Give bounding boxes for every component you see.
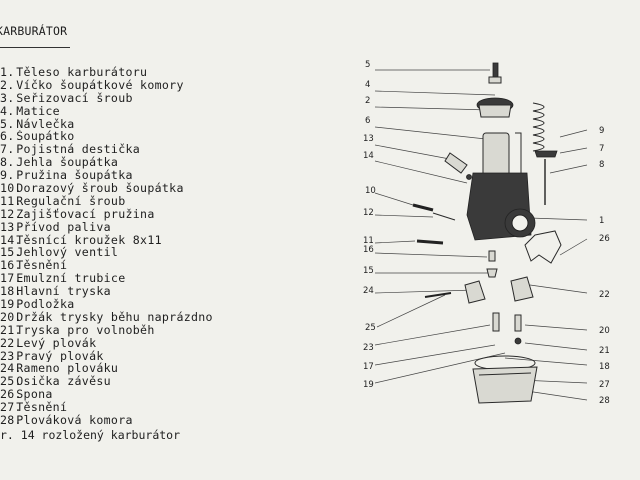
callout-7: 7 — [599, 144, 604, 154]
list-item: 18. Hlavní tryska — [0, 285, 111, 299]
list-item: 19. Podložka — [0, 298, 75, 311]
callout-18: 18 — [599, 362, 610, 372]
callout-labels: 5 4 2 6 13 14 10 12 11 16 15 24 25 23 17… — [363, 60, 610, 406]
list-item: 25. Osička závěsu — [0, 375, 111, 389]
callout-22: 22 — [599, 290, 610, 300]
list-item: 23. Pravý plovák — [0, 349, 104, 363]
parts-list: 1. Těleso karburátoru 2. Víčko šoupátkov… — [0, 66, 255, 427]
callout-16: 16 — [363, 245, 374, 255]
list-item: 1. Těleso karburátoru — [0, 66, 148, 79]
callout-25: 25 — [365, 323, 376, 333]
callout-10: 10 — [365, 186, 376, 196]
list-item: 13. Přívod paliva — [0, 220, 111, 234]
callout-5: 5 — [365, 60, 370, 70]
list-item: 26. Spona — [0, 388, 53, 402]
list-item: 22. Levý plovák — [0, 336, 97, 350]
heading-underline — [0, 47, 70, 48]
callout-9: 9 — [599, 126, 604, 136]
list-item: 4. Matice — [0, 104, 60, 118]
list-item: 16. Těsnění — [0, 259, 68, 273]
callout-6: 6 — [365, 116, 370, 126]
callout-27: 27 — [599, 380, 610, 390]
list-item: 21. Tryska pro volnoběh — [0, 323, 155, 337]
callout-28: 28 — [599, 396, 610, 406]
callout-4: 4 — [365, 80, 370, 90]
list-item: 24. Rameno plováku — [0, 362, 119, 376]
callout-26: 26 — [599, 234, 610, 244]
callout-24: 24 — [363, 286, 374, 296]
list-item: 20. Držák trysky běhu naprázdno — [0, 310, 213, 324]
callout-21: 21 — [599, 346, 610, 356]
callout-13: 13 — [363, 134, 374, 144]
figure-caption: r. 14 rozložený karburátor — [0, 428, 181, 442]
carburetor-exploded-view-icon: 5 4 2 6 13 14 10 12 11 16 15 24 25 23 17… — [363, 60, 610, 406]
callout-12: 12 — [363, 208, 374, 218]
callout-23: 23 — [363, 343, 374, 353]
callout-8: 8 — [599, 160, 604, 170]
list-item: 6. Šoupátko — [0, 130, 75, 144]
callout-17: 17 — [363, 362, 374, 372]
list-item: 7. Pojistná destička — [0, 143, 141, 157]
list-item: 10. Dorazový šroub šoupátka — [0, 182, 184, 195]
callout-15: 15 — [363, 266, 374, 276]
callout-11: 11 — [363, 236, 374, 246]
list-item: 11. Regulační šroub — [0, 194, 126, 208]
callout-2: 2 — [365, 96, 370, 106]
list-item: 15. Jehlový ventil — [0, 246, 119, 260]
leader-lines — [374, 69, 588, 401]
list-item: 5. Návlečka — [0, 117, 75, 131]
list-item: 2. Víčko šoupátkové komory — [0, 78, 184, 92]
document-heading: KARBURÁTOR — [0, 24, 68, 38]
list-item: 8. Jehla šoupátka — [0, 156, 119, 170]
list-item: 28. Plováková komora — [0, 414, 133, 427]
list-item: 27. Těsnění — [0, 401, 68, 415]
list-item: 9. Pružina šoupátka — [0, 169, 133, 183]
carburetor-parts — [412, 62, 562, 404]
list-item: 3. Seřizovací šroub — [0, 91, 133, 105]
list-item: 14. Těsnící kroužek 8x11 — [0, 233, 162, 247]
callout-14: 14 — [363, 151, 374, 161]
list-item: 12. Zajišťovací pružina — [0, 207, 155, 221]
callout-20: 20 — [599, 326, 610, 336]
callout-1: 1 — [599, 216, 604, 226]
callout-19: 19 — [363, 380, 374, 390]
list-item: 17. Emulzní trubice — [0, 272, 126, 286]
